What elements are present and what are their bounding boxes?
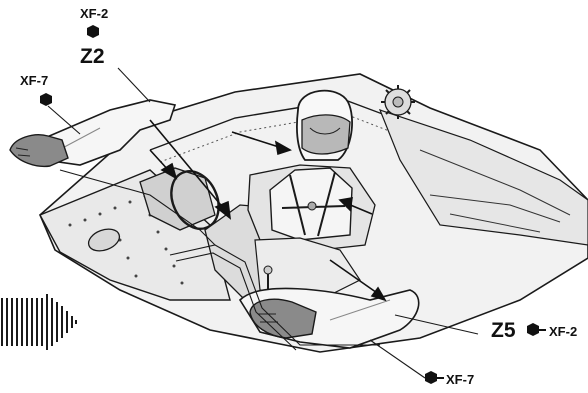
paint-code-glove: XF-7 xyxy=(446,373,474,386)
hexagon-icon xyxy=(87,25,99,38)
hexagon-icon xyxy=(425,371,437,384)
part-number-z5: Z5 xyxy=(491,320,516,341)
left-glove xyxy=(10,135,68,167)
gear-wheel xyxy=(381,85,415,119)
paint-code-left-arm: XF-7 xyxy=(20,74,48,87)
paint-code-right-arm: XF-2 xyxy=(549,325,577,338)
striped-arrow-icon xyxy=(2,294,76,350)
hexagon-icon xyxy=(527,323,539,336)
leader-z2 xyxy=(118,68,150,102)
leader-xf7-bottom xyxy=(370,340,425,378)
helmet xyxy=(297,91,352,160)
paint-code-helmet: XF-2 xyxy=(80,7,108,20)
hexagon-icon xyxy=(40,93,52,106)
part-number-z2: Z2 xyxy=(80,46,105,67)
